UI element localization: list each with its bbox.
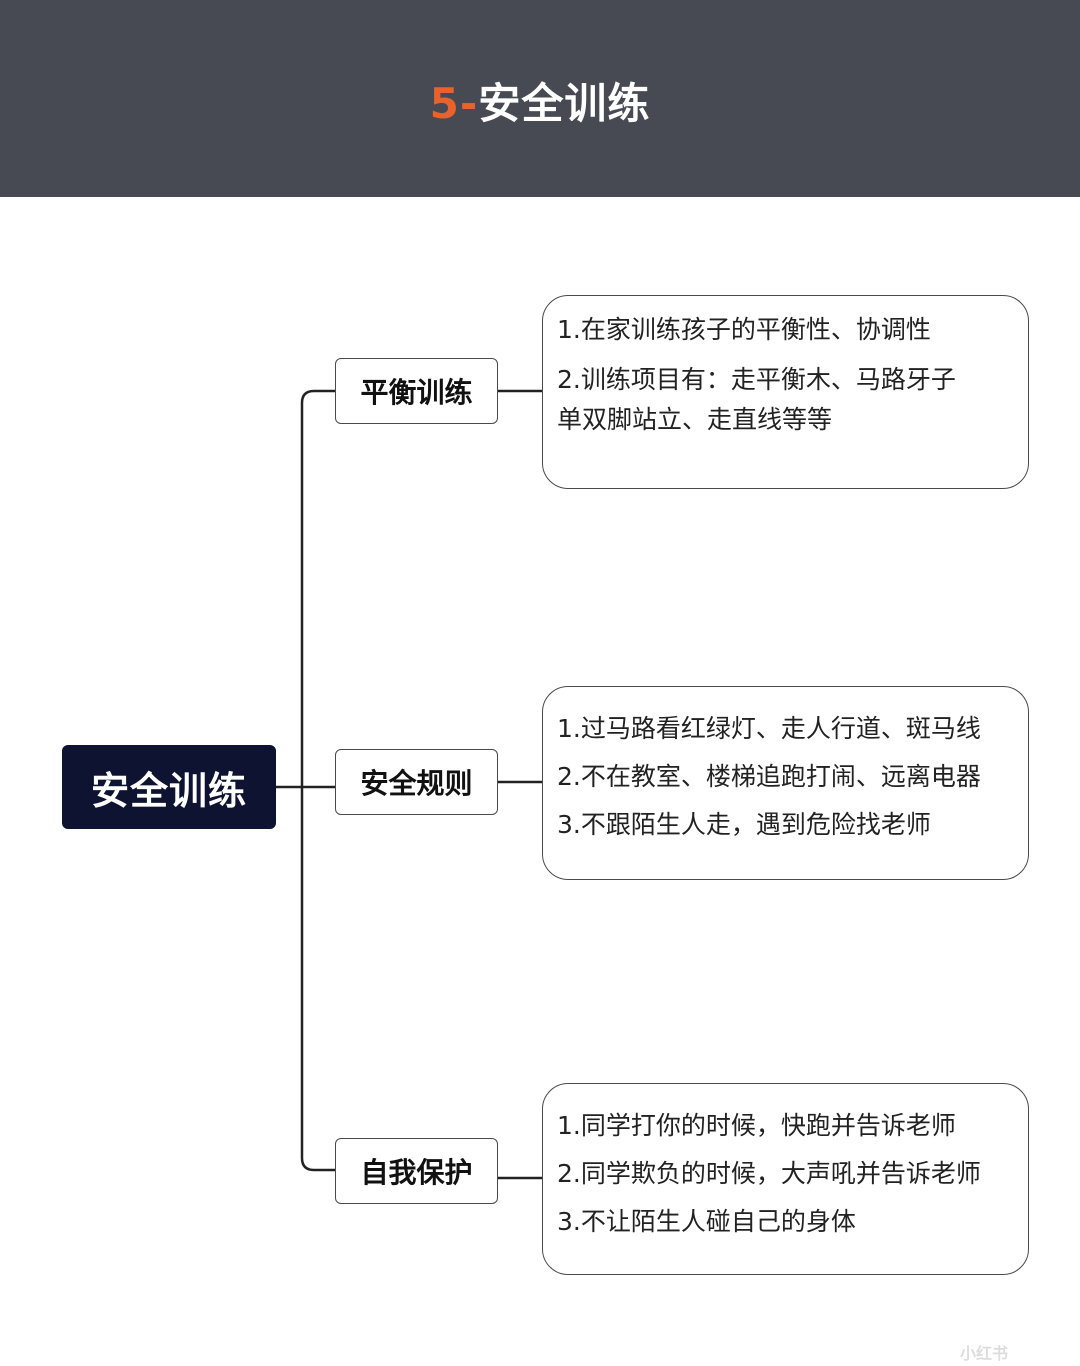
mindmap-root-node: 安全训练 [62, 745, 276, 829]
detail-line: 3.不让陌生人碰自己的身体 [557, 1207, 856, 1236]
branch-self-protection: 自我保护 [335, 1138, 498, 1204]
page-title: 5-安全训练 [0, 76, 1080, 132]
detail-box-balance-training: 1.在家训练孩子的平衡性、协调性 2.训练项目有：走平衡木、马路牙子 单双脚站立… [542, 295, 1029, 489]
detail-line: 2.不在教室、楼梯追跑打闹、远离电器 [557, 762, 981, 791]
branch-safety-rules: 安全规则 [335, 749, 498, 815]
detail-line: 3.不跟陌生人走，遇到危险找老师 [557, 810, 931, 839]
detail-box-safety-rules: 1.过马路看红绿灯、走人行道、斑马线 2.不在教室、楼梯追跑打闹、远离电器 3.… [542, 686, 1029, 880]
connector-trunk-branch-3 [300, 785, 337, 1172]
detail-line: 单双脚站立、走直线等等 [557, 405, 833, 434]
connector-trunk-branch-1 [300, 389, 337, 789]
title-number: 5- [429, 79, 479, 128]
detail-box-self-protection: 1.同学打你的时候，快跑并告诉老师 2.同学欺负的时候，大声吼并告诉老师 3.不… [542, 1083, 1029, 1275]
detail-line: 1.过马路看红绿灯、走人行道、斑马线 [557, 714, 981, 743]
header-bar: 5-安全训练 [0, 0, 1080, 197]
branch-balance-training: 平衡训练 [335, 358, 498, 424]
detail-line: 1.在家训练孩子的平衡性、协调性 [557, 315, 931, 344]
title-text: 安全训练 [478, 79, 651, 128]
detail-line: 2.同学欺负的时候，大声吼并告诉老师 [557, 1159, 981, 1188]
detail-line: 1.同学打你的时候，快跑并告诉老师 [557, 1111, 956, 1140]
watermark: 小红书 [960, 1344, 1009, 1363]
detail-line: 2.训练项目有：走平衡木、马路牙子 [557, 365, 956, 394]
